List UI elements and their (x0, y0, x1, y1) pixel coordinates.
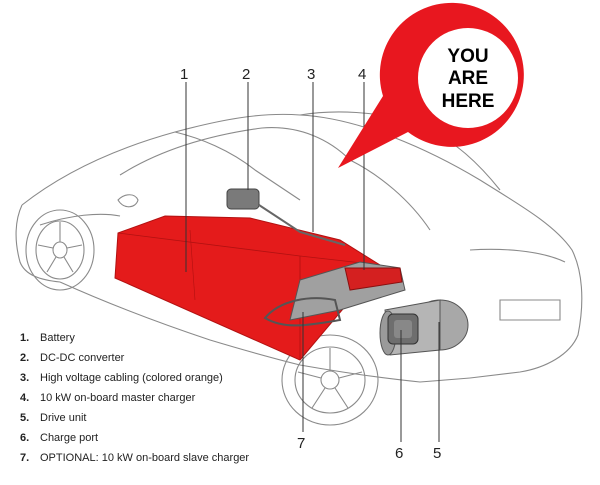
pin-text-line2: ARE (448, 68, 488, 89)
leader-lines (185, 82, 440, 442)
legend-label: High voltage cabling (colored orange) (40, 372, 223, 384)
legend-number: 5. (20, 412, 30, 424)
legend-item: 2. DC-DC converter (20, 351, 249, 371)
callout-4: 4 (358, 66, 366, 83)
legend-item: 3. High voltage cabling (colored orange) (20, 371, 249, 391)
callout-1: 1 (180, 66, 188, 83)
legend-label: 10 kW on-board master charger (40, 392, 196, 404)
legend-number: 6. (20, 432, 30, 444)
charger-assembly (263, 261, 406, 327)
legend-number: 3. (20, 372, 30, 384)
legend-item: 5. Drive unit (20, 411, 249, 431)
legend-item: 4. 10 kW on-board master charger (20, 391, 249, 411)
legend-number: 4. (20, 392, 30, 404)
rear-wheel (281, 334, 379, 426)
callout-7: 7 (297, 435, 305, 452)
legend-number: 7. (20, 452, 30, 464)
you-are-here-pin: YOU ARE HERE (338, 2, 524, 169)
component-legend: 1. Battery 2. DC-DC converter 3. High volta… (20, 331, 249, 471)
pin-text-line3: HERE (442, 91, 495, 112)
pin-text-line1: YOU (447, 46, 488, 67)
callout-6: 6 (395, 445, 403, 462)
legend-item: 7. OPTIONAL: 10 kW on-board slave charger (20, 451, 249, 471)
legend-number: 2. (20, 352, 30, 364)
legend-label: DC-DC converter (40, 352, 125, 364)
callout-5: 5 (433, 445, 441, 462)
legend-item: 1. Battery (20, 331, 249, 351)
legend-item: 6. Charge port (20, 431, 249, 451)
callout-3: 3 (307, 66, 315, 83)
dc-dc-converter (226, 188, 346, 246)
front-wheel (25, 209, 95, 291)
legend-label: Battery (40, 332, 75, 344)
callout-numbers: 1 2 3 4 7 6 5 (180, 66, 441, 462)
charge-port (387, 313, 419, 345)
legend-label: Drive unit (40, 412, 87, 424)
callout-2: 2 (242, 66, 250, 83)
legend-label: OPTIONAL: 10 kW on-board slave charger (40, 452, 250, 464)
legend-number: 1. (20, 332, 30, 344)
legend-label: Charge port (40, 432, 99, 444)
